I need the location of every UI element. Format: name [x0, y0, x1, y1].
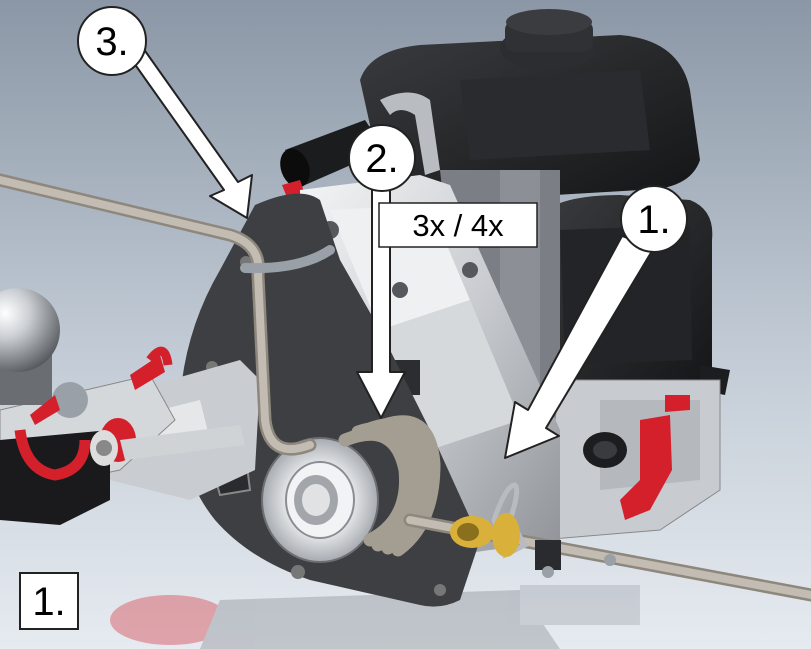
red-shackles — [14, 346, 173, 481]
hitch-ball — [0, 288, 60, 405]
capstan-drum — [261, 437, 379, 563]
choke-knob — [583, 432, 627, 468]
callout-2-label: 2. — [365, 137, 398, 181]
rope-wraps — [338, 415, 441, 557]
red-fuel-valve — [620, 395, 690, 520]
callout-3: 3. — [77, 6, 147, 76]
callout-2: 2. — [348, 124, 416, 192]
step-label-box: 1. — [19, 572, 79, 630]
hitch-pin — [90, 418, 245, 466]
arrow-3 — [128, 47, 253, 219]
rope-lock — [450, 482, 561, 570]
arrow-1 — [504, 235, 653, 459]
floor-reflection — [110, 585, 640, 649]
step-label: 1. — [32, 580, 65, 624]
ratio-label: 3x / 4x — [412, 208, 504, 243]
base-bolt — [604, 554, 616, 566]
callout-1: 1. — [620, 185, 688, 253]
callout-3-label: 3. — [95, 20, 128, 64]
ratio-label-box: 3x / 4x — [378, 202, 538, 248]
base-bolt — [542, 566, 554, 578]
engine-fuel-tank — [360, 9, 700, 200]
callout-1-label: 1. — [637, 198, 670, 242]
